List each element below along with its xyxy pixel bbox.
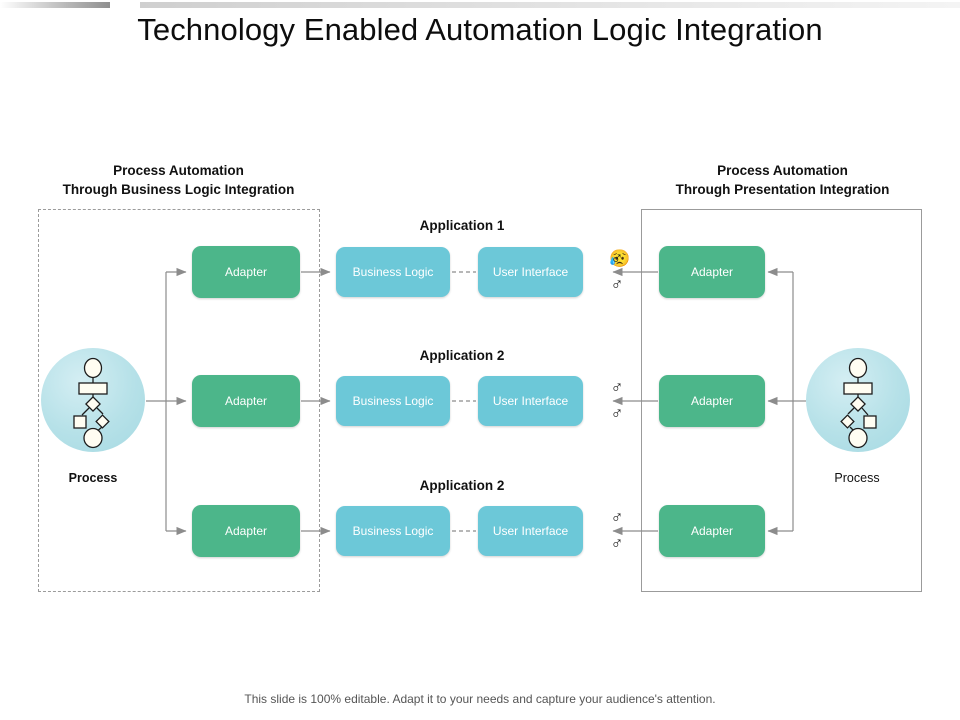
business-logic-1[interactable]: Business Logic (336, 247, 450, 297)
person-male-icon: ♂ (610, 275, 624, 294)
person-male-icon: ♂ (610, 534, 624, 553)
process-circle-right (806, 348, 910, 452)
right-section-header-line1: Process Automation (717, 163, 848, 178)
process-label-left: Process (68, 471, 118, 485)
process-label-right: Process (834, 471, 880, 485)
application-title: Application 2 (419, 348, 505, 363)
users-group-3: ♂ ♂ (609, 509, 635, 565)
person-female-icon: ♂ (610, 508, 624, 527)
process-flowchart-icon (840, 357, 877, 449)
users-group-2: ♂ ♂ (609, 379, 635, 435)
users-group-1: 😥 ♂ ♂ (609, 250, 635, 306)
process-flowchart-icon (73, 357, 110, 449)
adapter-right-2[interactable]: Adapter (659, 375, 765, 427)
footer-note: This slide is 100% editable. Adapt it to… (244, 692, 716, 706)
user-interface-2[interactable]: User Interface (478, 376, 583, 426)
business-logic-2[interactable]: Business Logic (336, 376, 450, 426)
deco-bar-left (0, 2, 110, 8)
right-section-header: Process Automation Through Presentation … (624, 161, 941, 199)
business-logic-3[interactable]: Business Logic (336, 506, 450, 556)
user-interface-1[interactable]: User Interface (478, 247, 583, 297)
left-section-header-line1: Process Automation (113, 163, 244, 178)
application-title: Application 2 (419, 478, 505, 493)
person-male-icon: ♂ (610, 404, 624, 423)
person-female-icon: 😥 (609, 249, 631, 268)
adapter-left-3[interactable]: Adapter (192, 505, 300, 557)
page-title: Technology Enabled Automation Logic Inte… (137, 12, 823, 47)
adapter-right-3[interactable]: Adapter (659, 505, 765, 557)
adapter-left-2[interactable]: Adapter (192, 375, 300, 427)
process-circle-left (41, 348, 145, 452)
adapter-left-1[interactable]: Adapter (192, 246, 300, 298)
application-title: Application 1 (419, 218, 505, 233)
left-section-header: Process Automation Through Business Logi… (20, 161, 337, 199)
deco-bar-right (140, 2, 960, 8)
person-female-icon: ♂ (610, 249, 624, 268)
deco-slash-icon (108, 0, 119, 11)
person-female-icon: ♂ (610, 378, 624, 397)
top-decoration-bar (0, 0, 960, 11)
left-section-header-line2: Through Business Logic Integration (62, 182, 295, 197)
deco-slash-icon (117, 0, 128, 11)
adapter-right-1[interactable]: Adapter (659, 246, 765, 298)
right-section-header-line2: Through Presentation Integration (675, 182, 890, 197)
user-interface-3[interactable]: User Interface (478, 506, 583, 556)
deco-slash-icon (126, 0, 137, 11)
